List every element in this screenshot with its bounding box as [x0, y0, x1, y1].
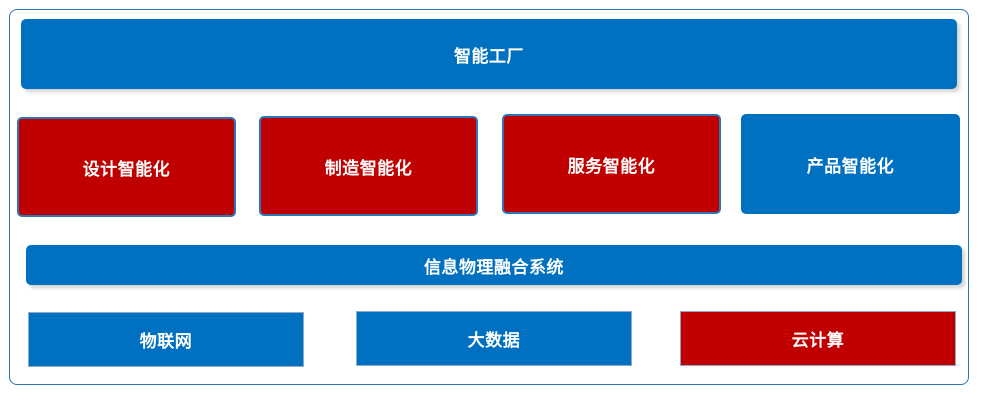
manufacturing-intelligence-label: 制造智能化 — [324, 158, 413, 179]
design-intelligence-label: 设计智能化 — [82, 159, 171, 180]
smart-factory-box: 智能工厂 — [21, 19, 957, 89]
smart-factory-label: 智能工厂 — [454, 46, 524, 67]
big-data-box: 大数据 — [356, 311, 632, 366]
service-intelligence-label: 服务智能化 — [567, 156, 656, 177]
big-data-label: 大数据 — [467, 331, 521, 351]
cloud-computing-label: 云计算 — [791, 331, 845, 351]
cps-box: 信息物理融合系统 — [26, 245, 962, 285]
service-intelligence-box: 服务智能化 — [502, 114, 721, 214]
cloud-computing-box: 云计算 — [680, 311, 956, 366]
manufacturing-intelligence-box: 制造智能化 — [259, 116, 478, 216]
product-intelligence-label: 产品智能化 — [806, 156, 895, 177]
design-intelligence-box: 设计智能化 — [17, 117, 236, 217]
iot-label: 物联网 — [139, 332, 193, 352]
product-intelligence-box: 产品智能化 — [741, 114, 960, 214]
iot-box: 物联网 — [28, 312, 304, 367]
cps-label: 信息物理融合系统 — [424, 257, 564, 278]
